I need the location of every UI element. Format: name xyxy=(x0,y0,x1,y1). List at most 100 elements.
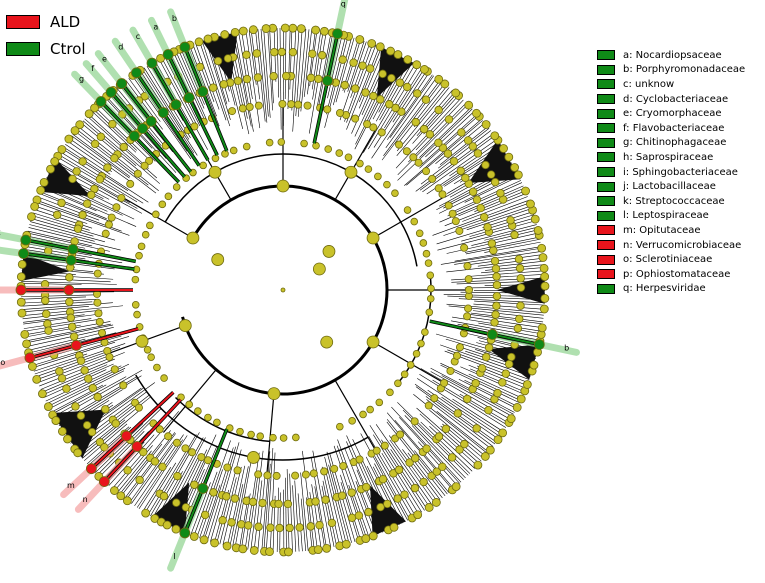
tree-branch xyxy=(387,74,433,140)
taxon-node xyxy=(421,95,431,104)
taxon-node xyxy=(449,157,459,166)
taxon-node xyxy=(131,67,142,79)
tree-branch xyxy=(276,28,279,98)
tree-branch xyxy=(381,452,419,515)
taxon-node xyxy=(410,417,419,426)
tree-branch xyxy=(142,68,198,156)
taxon-node xyxy=(460,439,469,449)
taxon-node xyxy=(90,103,99,113)
taxon-node xyxy=(340,80,349,90)
taxon-node xyxy=(335,149,344,157)
taxon-node xyxy=(403,55,413,64)
tree-branch xyxy=(250,29,260,100)
taxa-legend-item-a: a: Nocardiopsaceae xyxy=(597,48,745,63)
taxa-color-swatch xyxy=(597,94,615,105)
taxon-node xyxy=(208,83,218,92)
tree-branch xyxy=(465,238,541,255)
taxon-node xyxy=(197,453,206,462)
tree-branch xyxy=(472,310,544,319)
taxon-node xyxy=(87,427,97,437)
group-legend: ALD Ctrol xyxy=(6,8,86,62)
taxa-legend-item-d: d: Cyclobacteriaceae xyxy=(597,92,745,107)
taxon-node xyxy=(490,256,500,266)
taxon-node xyxy=(266,523,275,532)
taxon-node xyxy=(484,405,493,415)
tree-branch xyxy=(192,43,215,103)
tree-branch xyxy=(287,28,291,110)
taxon-node xyxy=(141,230,150,239)
taxa-color-swatch xyxy=(597,50,615,61)
taxa-legend-item-m: m: Opitutaceae xyxy=(597,223,745,238)
taxon-node xyxy=(275,523,284,533)
taxon-node xyxy=(338,55,347,64)
tree-branch xyxy=(303,29,312,97)
taxon-node xyxy=(327,518,337,528)
taxon-node xyxy=(438,190,447,199)
tree-branch xyxy=(420,368,511,420)
tree-branch xyxy=(23,318,92,329)
taxon-node xyxy=(515,264,525,273)
taxon-node xyxy=(242,50,251,60)
taxon-node xyxy=(90,139,100,149)
taxon-node xyxy=(197,483,209,494)
taxon-node xyxy=(510,230,519,240)
tree-branch xyxy=(441,396,501,437)
clade-marker-label: n xyxy=(83,495,88,504)
taxon-node xyxy=(482,352,491,362)
tree-branch xyxy=(22,309,102,320)
clade-branch xyxy=(110,91,186,178)
tree-branch xyxy=(397,83,445,144)
group-legend-item-ctrol: Ctrol xyxy=(6,35,86,62)
taxon-node xyxy=(366,335,380,349)
taxon-node xyxy=(254,522,263,531)
taxon-node xyxy=(455,226,464,235)
taxa-color-swatch xyxy=(597,137,615,148)
tree-branch xyxy=(52,384,107,415)
taxon-node xyxy=(410,483,420,493)
taxon-node xyxy=(411,117,420,127)
taxon-node xyxy=(254,101,263,110)
taxon-node xyxy=(490,177,500,187)
taxon-node xyxy=(406,361,415,369)
taxon-node xyxy=(420,65,429,74)
taxon-node xyxy=(82,199,92,208)
taxon-node xyxy=(58,426,67,436)
taxon-node xyxy=(451,482,461,492)
clade-marker-label: q xyxy=(341,0,346,8)
taxon-node xyxy=(103,163,112,172)
taxa-color-swatch xyxy=(597,283,615,294)
tree-branch xyxy=(39,193,112,223)
taxa-color-swatch xyxy=(597,269,615,280)
tree-branch xyxy=(375,424,433,506)
taxon-node xyxy=(82,421,92,430)
tree-branch xyxy=(27,232,110,252)
taxon-node xyxy=(107,213,116,222)
taxon-node xyxy=(72,167,81,176)
taxon-node xyxy=(492,280,502,290)
tree-branch xyxy=(23,313,100,325)
taxon-node xyxy=(417,339,425,348)
taxon-node xyxy=(378,474,388,484)
taxa-legend-item-q: q: Herpesviridae xyxy=(597,282,745,297)
taxon-node xyxy=(464,285,473,294)
taxa-legend-item-e: e: Cryomorphaceae xyxy=(597,106,745,121)
taxon-node xyxy=(453,409,463,418)
tree-branch xyxy=(447,182,523,217)
taxon-node xyxy=(375,42,385,52)
taxon-node xyxy=(244,521,253,530)
tree-branch xyxy=(462,196,528,222)
taxon-node xyxy=(223,463,232,472)
tree-branch xyxy=(284,28,287,100)
taxon-node xyxy=(375,398,384,407)
tree-branch xyxy=(294,480,300,552)
taxon-node xyxy=(146,221,154,230)
taxon-node xyxy=(73,224,83,233)
taxon-node xyxy=(188,448,197,457)
tree-branch xyxy=(454,246,542,262)
taxon-node xyxy=(504,359,514,369)
tree-branch xyxy=(332,37,352,106)
taxon-node xyxy=(477,364,487,373)
tree-branch xyxy=(30,221,106,243)
taxon-node xyxy=(424,259,433,267)
tree-branch xyxy=(423,95,459,135)
